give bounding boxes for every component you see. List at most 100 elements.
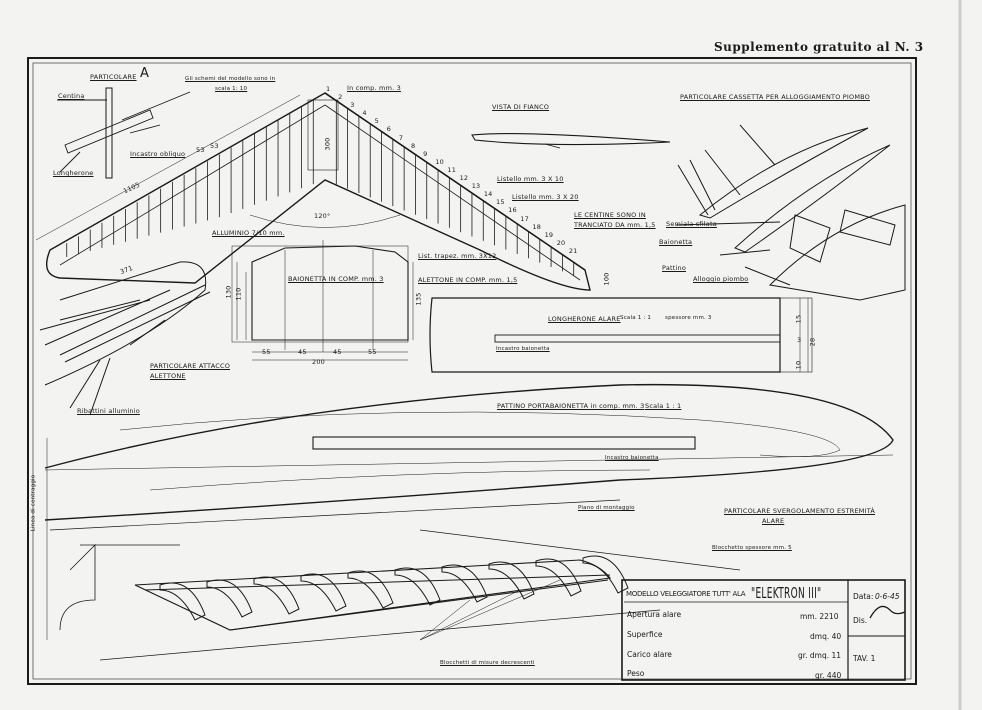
wing-planform — [35, 92, 591, 291]
twist-rib — [394, 567, 441, 606]
rib-number: 19 — [544, 230, 554, 239]
dim-53b: 53 — [210, 142, 219, 150]
dim-28: 28 — [808, 337, 817, 347]
skid-drawing — [44, 383, 894, 640]
twist-rib — [253, 576, 300, 615]
dim-100: 100 — [602, 272, 611, 286]
pattino-label: Pattino — [662, 264, 687, 272]
spec-value: gr. 440 — [815, 671, 842, 680]
dim-130: 130 — [224, 285, 233, 299]
rib-number: 20 — [556, 238, 566, 247]
ribattini-label: Ribattini alluminio — [77, 407, 140, 415]
rib-number: 3 — [350, 101, 355, 110]
dim-55a: 55 — [262, 348, 271, 356]
rib-number: 18 — [532, 222, 542, 231]
drawing-frame — [27, 57, 917, 685]
dim-3: 3 — [797, 336, 802, 344]
rib-number: 14 — [483, 190, 493, 199]
spar-incastro-label: Incastro baionetta — [496, 346, 550, 352]
detail-a-drawing — [57, 87, 191, 179]
spar-thickness: spessore mm. 3 — [665, 315, 712, 321]
designer-label: Dis. — [853, 616, 868, 625]
dim-55b: 55 — [368, 348, 377, 356]
dim-53a: 53 — [196, 146, 205, 154]
twist-rib — [159, 582, 206, 621]
side-view-drawing — [471, 132, 671, 149]
model-name: "ELEKTRON III" — [751, 584, 822, 602]
twist-rib — [206, 579, 253, 618]
twist-rib — [441, 564, 488, 603]
wing-twist-drawing — [49, 499, 741, 661]
dim-45b: 45 — [333, 348, 342, 356]
spec-value: dmq. 40 — [810, 632, 842, 641]
scale-note-1: Gli schemi del modello sono in — [185, 76, 276, 82]
list-trapez-label: List. trapez. mm. 3X12 — [418, 252, 497, 260]
aileron-attachment-drawing — [39, 261, 211, 416]
skid-incastro-label: Incastro baionetta — [605, 455, 659, 461]
supplement-header: Supplemento gratuito al N. 3 — [714, 40, 924, 54]
detail-a-letter: A — [140, 66, 150, 81]
lead-box-title: PARTICOLARE CASSETTA PER ALLOGGIAMENTO P… — [680, 93, 870, 101]
rib-number: 17 — [520, 214, 529, 223]
alettone-label: ALETTONE IN COMP. mm. 1,5 — [418, 276, 518, 284]
spec-label: Apertura alare — [627, 610, 682, 619]
rib-number: 15 — [496, 198, 505, 207]
model-type: MODELLO VELEGGIATORE TUTT' ALA — [626, 590, 746, 598]
rib-number: 2 — [338, 93, 343, 102]
twist-rib — [347, 570, 394, 609]
spec-label: Superfice — [627, 630, 663, 639]
dim-200: 200 — [312, 358, 326, 366]
dim-300: 300 — [323, 137, 332, 151]
rib-number: 21 — [568, 246, 578, 255]
title-block-lines — [621, 579, 906, 681]
alluminio-label: ALLUMINIO 7/10 mm. — [212, 229, 285, 237]
baionetta-label: Baionetta — [659, 238, 693, 246]
rib-number: 8 — [411, 141, 416, 150]
dim-15: 15 — [794, 314, 803, 324]
spar-title: LONGHERONE ALARE — [548, 315, 621, 323]
dim-10: 10 — [794, 360, 803, 370]
rib-number: 16 — [508, 206, 517, 215]
dim-110: 110 — [234, 287, 243, 301]
alloggio-label: Alloggio piombo — [693, 275, 749, 283]
centine-note-2: TRANCIATO DA mm. 1,5 — [574, 221, 656, 229]
bayonet-drawing — [231, 240, 414, 361]
twist-rib — [300, 573, 347, 612]
rib-number: 12 — [459, 174, 469, 183]
side-view-title: VISTA DI FIANCO — [492, 103, 550, 111]
spec-label: Peso — [627, 669, 645, 678]
rib-number: 7 — [398, 133, 404, 142]
scale-note-2: scala 1: 10 — [215, 86, 248, 92]
twist-title-2: ALARE — [762, 517, 785, 525]
blocchetti-label: Blocchetti di misure decrescenti — [440, 660, 535, 666]
spar-scale: Scala 1 : 1 — [620, 315, 652, 321]
plate-number: TAV. 1 — [853, 654, 876, 663]
attacco-title-2: ALETTONE — [150, 372, 186, 380]
in-comp-label: In comp. mm. 3 — [347, 84, 401, 92]
rib-number: 13 — [471, 182, 481, 191]
rib-number: 4 — [362, 109, 367, 118]
twist-rib — [582, 555, 629, 594]
dim-135: 135 — [414, 292, 423, 306]
dim-45a: 45 — [298, 348, 307, 356]
rib-number: 5 — [374, 117, 379, 126]
spec-value: gr. dmq. 11 — [798, 651, 842, 660]
centine-note-1: LE CENTINE SONO IN — [574, 211, 646, 219]
twist-rib — [535, 558, 582, 597]
piano-label: Piano di montaggio — [578, 505, 635, 511]
date-value: 0-6-45 — [875, 592, 900, 601]
bayonet-title: BAIONETTA IN COMP. mm. 3 — [288, 275, 384, 283]
listello-3x20-label: Listello mm. 3 X 20 — [512, 193, 579, 201]
signature — [869, 605, 906, 619]
spec-label: Carico alare — [627, 650, 672, 659]
detail-a-title: PARTICOLARE — [90, 73, 137, 81]
twist-rib — [488, 561, 535, 600]
centina-label: Centina — [58, 92, 85, 100]
blocchetto-label: Blocchetto spessore mm. 5 — [712, 545, 792, 551]
rib-number: 9 — [423, 149, 428, 158]
lead-box-detail-drawing — [675, 124, 906, 301]
spec-value: mm. 2210 — [800, 612, 839, 621]
rib-number: 10 — [435, 157, 444, 166]
skid-title: PATTINO PORTABAIONETTA in comp. mm. 3 — [497, 402, 645, 410]
